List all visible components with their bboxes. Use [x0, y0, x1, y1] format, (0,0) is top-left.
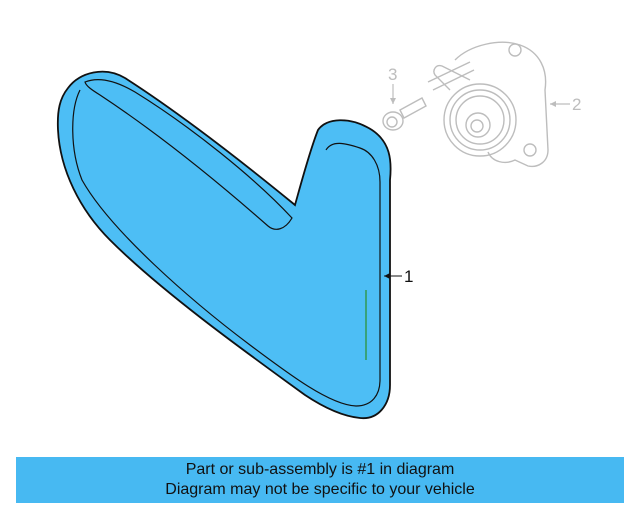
tensioner-bracket	[454, 41, 549, 168]
serpentine-belt[interactable]	[56, 70, 392, 419]
bolt-head	[386, 116, 398, 128]
tensioner-pulley-ring	[449, 89, 511, 151]
caption-line-2: Diagram may not be specific to your vehi…	[165, 481, 475, 498]
callout-3: 3	[388, 65, 397, 84]
tensioner-mount-hole	[508, 43, 522, 57]
bolt	[382, 97, 427, 131]
belt-tensioner	[427, 41, 549, 168]
belt-inner-rib	[72, 89, 381, 407]
leader-1-arrow	[384, 273, 390, 279]
tensioner-center-bolt	[470, 119, 484, 133]
leader-2-arrow	[550, 101, 556, 107]
tensioner-bolt-hole	[523, 143, 537, 157]
parts-diagram: 1 2 3	[56, 41, 581, 419]
diagram-caption-bar: Part or sub-assembly is #1 in diagram Di…	[16, 457, 624, 503]
leader-3-arrow	[390, 98, 396, 104]
tensioner-pulley-outer	[443, 83, 517, 157]
tensioner-pulley-hub	[465, 112, 491, 138]
bolt-shank	[399, 97, 427, 119]
tensioner-arm	[433, 64, 471, 91]
tensioner-rail-2	[432, 69, 475, 91]
tensioner-pulley-groove	[455, 95, 505, 145]
belt-inner-edge	[84, 79, 293, 230]
tensioner-rail	[427, 61, 471, 83]
caption-line-1: Part or sub-assembly is #1 in diagram	[185, 461, 455, 478]
callout-leaders	[384, 84, 570, 279]
belt-outer-shell	[56, 70, 392, 419]
callout-1: 1	[404, 267, 413, 286]
callout-2: 2	[572, 95, 581, 114]
bolt-washer	[382, 111, 404, 131]
